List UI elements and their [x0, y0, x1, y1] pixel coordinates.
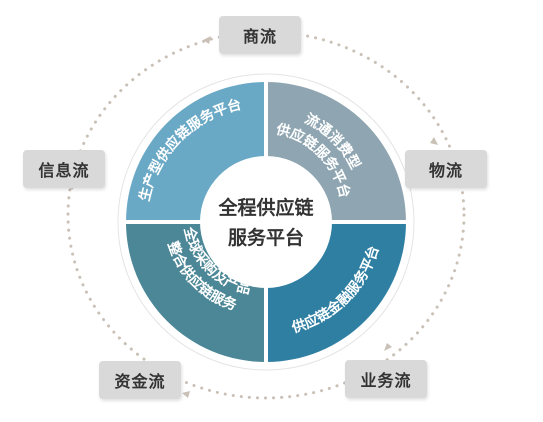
node-zijinliu-label: 资金流 — [114, 372, 166, 391]
node-yewuliu-label: 业务流 — [360, 371, 412, 390]
center-circle — [200, 156, 332, 288]
arrow-to-zijinliu — [182, 391, 190, 398]
node-yewuliu: 业务流 — [345, 360, 427, 398]
node-shangliu: 商流 — [219, 16, 301, 54]
node-xinxiliu: 信息流 — [23, 150, 105, 188]
node-xinxiliu-label: 信息流 — [38, 161, 90, 180]
node-wuliu: 物流 — [405, 150, 487, 188]
center-title-line1: 全程供应链 — [217, 196, 313, 219]
node-shangliu-label: 商流 — [242, 27, 277, 46]
arrow-to-shangliu — [203, 36, 211, 44]
node-zijinliu: 资金流 — [99, 361, 181, 399]
arrow-to-wuliu — [430, 137, 438, 145]
center-title-line2: 服务平台 — [228, 226, 304, 249]
arrow-to-yewuliu — [384, 343, 392, 351]
node-wuliu-label: 物流 — [428, 161, 463, 180]
